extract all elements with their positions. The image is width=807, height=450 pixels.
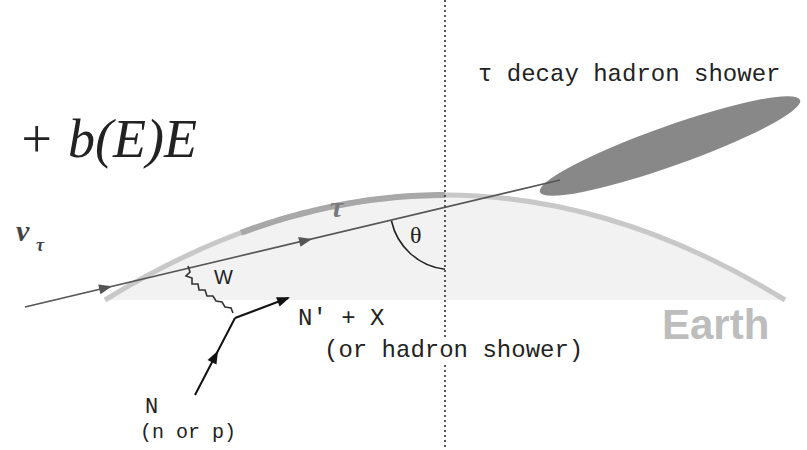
nucleon-note: (n or p) (140, 422, 236, 444)
trajectory-arrowhead (298, 234, 313, 247)
nucleon-line (195, 318, 235, 395)
trajectory-arrowhead (98, 281, 113, 294)
vertical-dotted-line (444, 0, 446, 450)
tau-label: τ (330, 190, 343, 223)
neutrino-subscript: τ (36, 236, 44, 256)
angle-label: θ (410, 222, 422, 248)
earth-label: Earth (662, 302, 769, 348)
particle-trajectory (25, 180, 560, 307)
theta-arc (392, 221, 446, 269)
boson-label: W (214, 266, 233, 288)
shower-label: τ decay hadron shower (478, 62, 780, 88)
product-label: N' + X (298, 306, 384, 332)
nucleon-arrowhead (208, 348, 223, 364)
nucleon-label: N (145, 396, 158, 420)
outgoing-arrowhead (276, 293, 292, 307)
w-boson-wiggle (186, 266, 233, 313)
neutrino-symbol: ν (16, 214, 29, 247)
formula-term: + b(E)E (18, 110, 197, 169)
hadron-shower (533, 81, 807, 211)
product-note: (or hadron shower) (322, 338, 585, 364)
